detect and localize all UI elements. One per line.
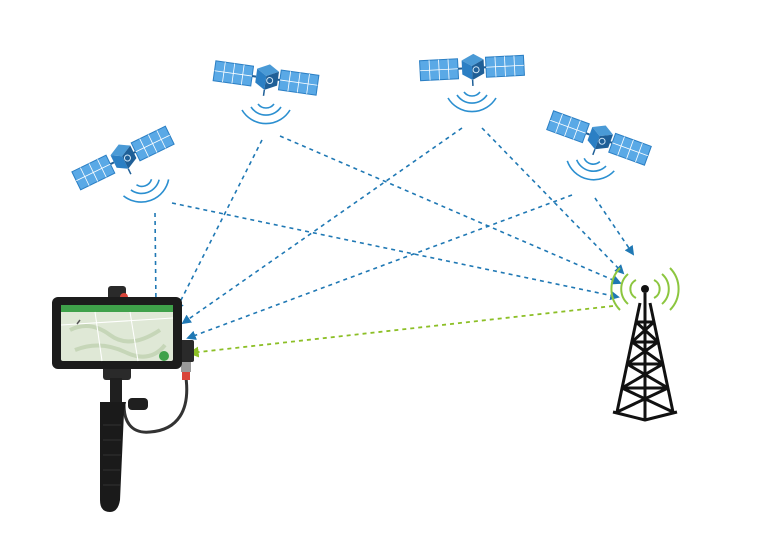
link-sat2-base xyxy=(279,135,622,285)
link-sat1-receiver xyxy=(151,212,161,308)
handheld-gnss-receiver-icon xyxy=(52,286,194,512)
satellite-3 xyxy=(418,50,526,90)
correction-link xyxy=(187,305,614,358)
satellite-icon xyxy=(69,121,179,198)
link-base-receiver xyxy=(187,305,614,358)
signal-waves-icon xyxy=(241,103,291,125)
radio-tower-icon xyxy=(612,285,678,422)
satellite-icon xyxy=(418,50,526,90)
satellite-1-signal xyxy=(120,172,175,210)
satellite-icon xyxy=(211,55,321,105)
link-sat4-base xyxy=(594,197,635,256)
link-sat3-receiver xyxy=(181,127,463,325)
satellite-signal-links xyxy=(151,127,635,340)
link-sat1-base xyxy=(171,202,620,301)
satellite-2 xyxy=(211,55,321,105)
signal-waves-icon xyxy=(563,154,617,185)
satellite-3-signal xyxy=(447,91,497,113)
link-sat2-receiver xyxy=(175,139,263,312)
satellite-1 xyxy=(69,121,179,198)
signal-waves-icon xyxy=(120,172,175,210)
signal-waves-icon xyxy=(447,91,497,113)
base-station xyxy=(610,267,680,422)
satellite-4-signal xyxy=(563,154,617,185)
link-sat3-base xyxy=(481,127,625,275)
tower-signal-waves xyxy=(610,267,680,311)
satellite-2-signal xyxy=(241,103,291,125)
handheld-gnss-receiver xyxy=(52,286,194,512)
